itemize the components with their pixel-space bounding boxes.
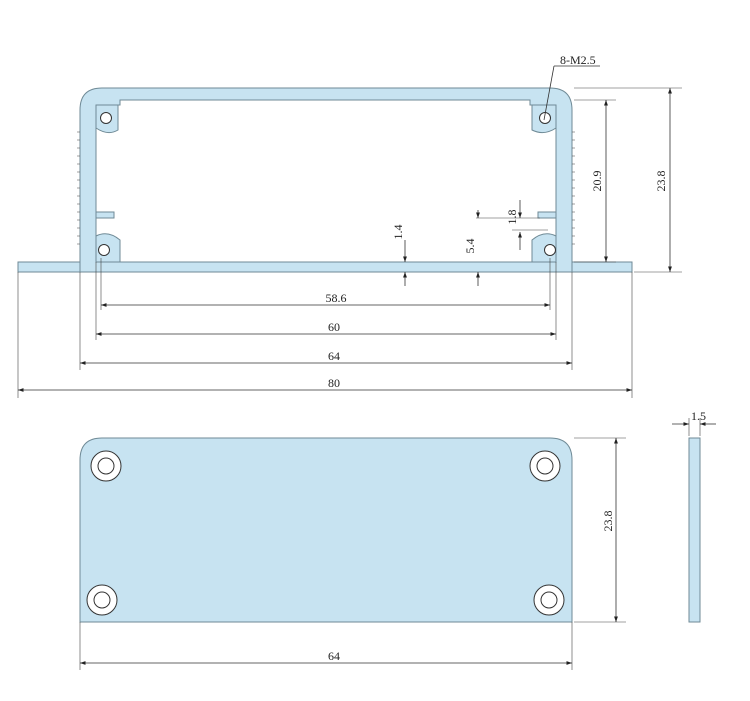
dim-23-8-profile-label: 23.8	[654, 171, 668, 192]
end-plate	[79, 437, 573, 623]
slot-right	[537, 211, 557, 219]
dim-20-9-label: 20.9	[590, 171, 604, 192]
dim-1-8: 1.8	[505, 200, 548, 250]
profile-ribs-left	[77, 131, 80, 245]
slot-left	[95, 211, 115, 219]
enclosure-profile	[17, 87, 633, 273]
dim-1-5: 1.5	[672, 409, 716, 436]
profile-cavity	[95, 99, 557, 263]
dim-64-profile-label: 64	[328, 349, 340, 363]
dim-64-plate-label: 64	[328, 649, 340, 663]
dim-1-8-label: 1.8	[505, 210, 519, 225]
plate-hole-bottom-right	[533, 584, 565, 616]
profile-ribs-right	[572, 131, 575, 245]
dim-20-9: 20.9	[574, 99, 616, 263]
plate-hole-top-left	[90, 450, 122, 482]
screw-hole-top-left	[100, 112, 112, 124]
dim-23-8-plate-label: 23.8	[601, 511, 615, 532]
screw-hole-bottom-left	[98, 244, 110, 256]
screw-hole-bottom-right	[544, 244, 556, 256]
dim-23-8-profile: 23.8	[574, 87, 682, 273]
dim-1-5-label: 1.5	[691, 409, 706, 423]
dim-64-profile: 64	[79, 272, 573, 370]
dim-1-4-label: 1.4	[391, 225, 405, 240]
plate-side-body	[688, 437, 701, 623]
dim-1-4: 1.4	[391, 225, 407, 286]
dim-60-label: 60	[328, 320, 340, 334]
dim-5-4: 5.4	[463, 210, 540, 286]
dim-80-label: 80	[328, 376, 340, 390]
thread-label: 8-M2.5	[560, 53, 596, 67]
plate-hole-bottom-left	[86, 584, 118, 616]
dim-58-6: 58.6	[100, 258, 551, 310]
plate-side-view	[688, 437, 701, 623]
end-plate-body	[79, 437, 573, 623]
dim-23-8-plate: 23.8	[574, 437, 626, 623]
dim-64-plate: 64	[79, 622, 573, 670]
dim-80: 80	[17, 272, 633, 398]
plate-hole-top-right	[529, 450, 561, 482]
dim-5-4-label: 5.4	[463, 239, 477, 254]
dim-60: 60	[95, 262, 557, 340]
dim-58-6-label: 58.6	[326, 291, 347, 305]
thread-callout: 8-M2.5	[543, 53, 600, 121]
